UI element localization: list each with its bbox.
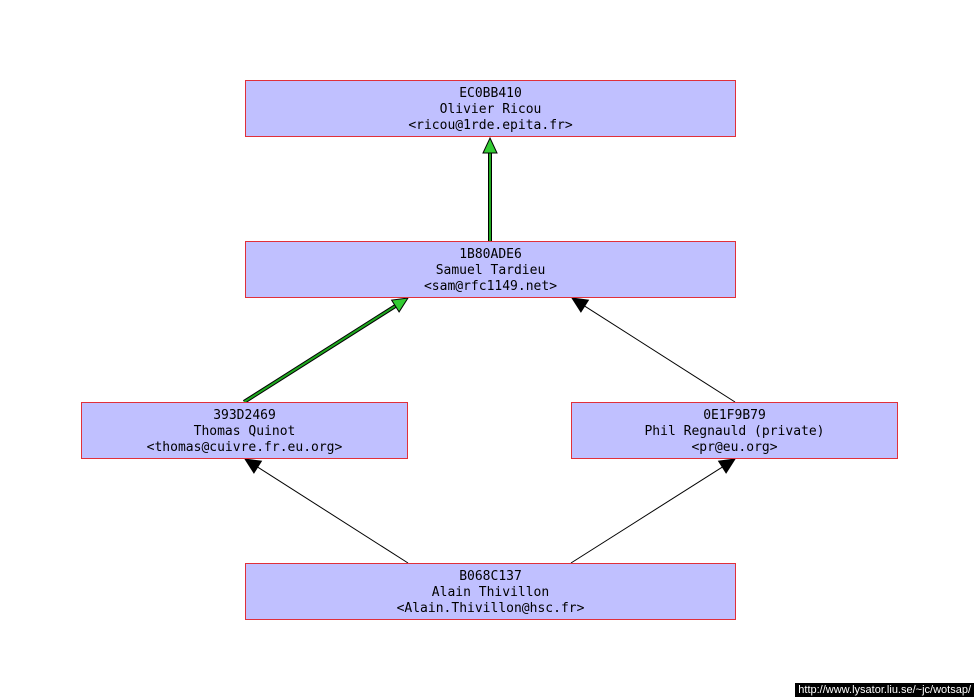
key-owner-email: <Alain.Thivillon@hsc.fr>: [396, 601, 585, 616]
arrowhead-icon: [390, 297, 409, 313]
edge-quinot-to-tardieu: [242, 297, 409, 404]
edge-regnauld-to-tardieu: [571, 297, 736, 403]
key-node-thivillon[interactable]: B068C137 Alain Thivillon <Alain.Thivillo…: [245, 563, 736, 620]
edge-thivillon-to-regnauld: [570, 458, 736, 564]
key-owner-name: Alain Thivillon: [431, 585, 550, 600]
edge-line: [570, 466, 723, 564]
key-owner-name: Thomas Quinot: [193, 424, 296, 439]
edge-line: [584, 305, 736, 403]
key-owner-email: <pr@eu.org>: [691, 440, 778, 455]
key-owner-email: <ricou@1rde.epita.fr>: [408, 118, 573, 133]
key-node-tardieu[interactable]: 1B80ADE6 Samuel Tardieu <sam@rfc1149.net…: [245, 241, 736, 298]
edge-thivillon-to-quinot: [244, 458, 409, 564]
key-node-ricou[interactable]: EC0BB410 Olivier Ricou <ricou@1rde.epita…: [245, 80, 736, 137]
key-owner-name: Samuel Tardieu: [435, 263, 546, 278]
footer-url-link[interactable]: http://www.lysator.liu.se/~jc/wotsap/: [795, 683, 974, 697]
key-id: B068C137: [459, 569, 522, 584]
edge-line: [257, 466, 409, 564]
key-owner-name: Phil Regnauld (private): [644, 424, 825, 439]
key-id: 393D2469: [213, 408, 276, 423]
edge-tardieu-to-ricou: [482, 136, 498, 241]
key-owner-email: <sam@rfc1149.net>: [423, 279, 558, 294]
edge-line: [243, 305, 396, 403]
key-id: EC0BB410: [459, 86, 522, 101]
arrowhead-icon: [482, 136, 498, 154]
key-owner-email: <thomas@cuivre.fr.eu.org>: [146, 440, 343, 455]
key-id: 0E1F9B79: [703, 408, 766, 423]
key-id: 1B80ADE6: [459, 247, 522, 262]
key-node-regnauld[interactable]: 0E1F9B79 Phil Regnauld (private) <pr@eu.…: [571, 402, 898, 459]
arrowhead-icon: [571, 297, 590, 313]
key-owner-name: Olivier Ricou: [439, 102, 542, 117]
arrowhead-icon: [717, 458, 736, 474]
key-node-quinot[interactable]: 393D2469 Thomas Quinot <thomas@cuivre.fr…: [81, 402, 408, 459]
arrowhead-icon: [244, 458, 263, 474]
